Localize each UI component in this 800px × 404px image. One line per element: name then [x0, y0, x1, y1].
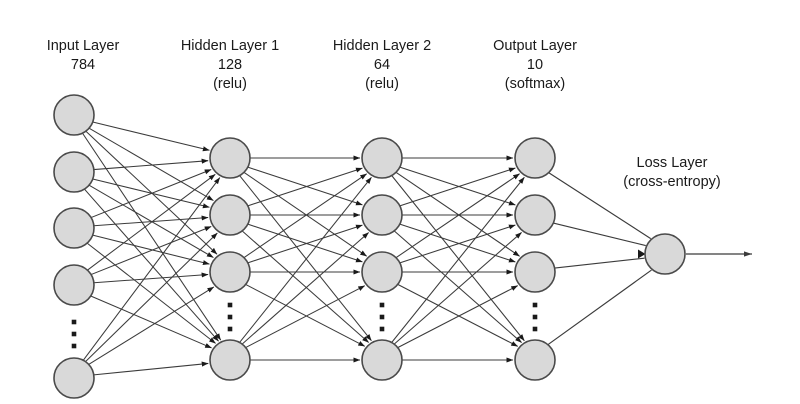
node-input-0: [53, 94, 95, 136]
edge-input-0-to-hidden1-2: [85, 130, 218, 255]
edge-hidden2-1-to-output-2: [399, 223, 516, 263]
edges-group: [82, 121, 752, 376]
ellipsis-dot-input-1: [71, 331, 77, 337]
edge-hidden2-3-to-output-1: [393, 232, 522, 345]
edge-hidden1-0-to-hidden2-1: [247, 166, 363, 206]
edge-hidden1-1-to-hidden2-2: [247, 223, 363, 263]
edge-hidden1-0-to-hidden2-3: [239, 175, 372, 342]
ellipsis-dot-output-1: [532, 314, 538, 320]
edge-output-0-to-loss-0: [548, 172, 652, 240]
edge-input-3-to-hidden1-3: [90, 295, 212, 349]
edge-output-2-to-loss-0: [554, 257, 645, 269]
edge-input-0-to-hidden1-0: [92, 121, 210, 152]
node-loss-0: [644, 233, 686, 275]
layer-label-input-line1: Input Layer: [47, 38, 120, 54]
ellipsis-dot-output-0: [532, 302, 538, 308]
edge-hidden2-3-to-output-2: [397, 285, 518, 349]
layer-label-hidden2-line2: 64: [374, 57, 390, 73]
edge-input-4-to-hidden1-2: [88, 286, 215, 365]
edge-hidden2-0-to-output-2: [395, 171, 520, 257]
node-output-0: [514, 137, 556, 179]
edge-hidden2-2-to-output-3: [397, 283, 518, 347]
layer-label-input-line2: 784: [71, 57, 95, 73]
edge-input-3-to-hidden1-0: [87, 173, 216, 271]
edge-hidden1-1-to-hidden2-3: [241, 230, 370, 343]
edge-hidden1-0-to-hidden2-2: [243, 171, 367, 257]
edge-input-4-to-hidden1-3: [93, 361, 209, 376]
edge-input-2-to-hidden1-0: [90, 168, 212, 219]
edge-output-3-to-loss-0: [547, 269, 652, 346]
edge-hidden1-2-to-hidden2-3: [245, 283, 366, 347]
edge-input-1-to-hidden1-0: [93, 158, 209, 171]
edge-input-2-to-hidden1-3: [86, 242, 216, 344]
edge-hidden2-0-to-output-1: [399, 166, 516, 206]
edge-input-1-to-hidden1-3: [84, 188, 219, 342]
ellipsis-dot-hidden1-2: [227, 326, 233, 332]
layer-label-output-line2: 10: [527, 57, 543, 73]
edge-hidden1-3-to-hidden2-2: [245, 285, 366, 349]
layer-label-output-line1: Output Layer: [493, 38, 577, 54]
edge-input-3-to-hidden1-2: [93, 272, 209, 284]
node-output-1: [514, 194, 556, 236]
layer-label-loss-line2: (cross-entropy): [623, 174, 721, 190]
edge-hidden2-2-to-output-0: [395, 173, 520, 259]
edge-input-0-to-hidden1-3: [82, 132, 222, 341]
node-input-3: [53, 264, 95, 306]
layer-label-output-line3: (softmax): [505, 76, 565, 92]
ellipsis-dot-hidden2-0: [379, 302, 385, 308]
node-output-2: [514, 251, 556, 293]
layer-label-hidden1-line3: (relu): [213, 76, 247, 92]
edge-input-4-to-hidden1-1: [85, 232, 218, 363]
node-hidden1-2: [209, 251, 251, 293]
edge-hidden1-3-to-hidden2-1: [241, 232, 370, 345]
ellipsis-dot-hidden2-2: [379, 326, 385, 332]
node-input-4: [53, 357, 95, 399]
edge-hidden1-3-to-hidden2-0: [239, 176, 372, 343]
layer-label-hidden1-line1: Hidden Layer 1: [181, 38, 279, 54]
edge-input-4-to-hidden1-0: [82, 177, 221, 361]
layer-label-hidden1-line2: 128: [218, 57, 242, 73]
loss-input-arrowhead: [638, 249, 646, 259]
labels-group: Input Layer 784 Hidden Layer 1 128 (relu) Hid…: [47, 38, 721, 190]
nodes-group: [53, 94, 686, 399]
edge-output-1-to-loss-0: [553, 222, 646, 247]
edge-hidden1-2-to-hidden2-0: [243, 173, 367, 259]
edge-hidden2-1-to-output-3: [393, 230, 522, 343]
layer-label-hidden2-line3: (relu): [365, 76, 399, 92]
edge-hidden2-2-to-output-1: [399, 224, 516, 264]
node-hidden1-1: [209, 194, 251, 236]
layer-label-loss-line1: Loss Layer: [637, 155, 708, 171]
edge-input-2-to-hidden1-2: [92, 234, 210, 265]
layer-label-hidden2-line1: Hidden Layer 2: [333, 38, 431, 54]
node-output-3: [514, 339, 556, 381]
ellipsis-dot-hidden2-1: [379, 314, 385, 320]
node-hidden2-1: [361, 194, 403, 236]
edge-hidden1-2-to-hidden2-1: [247, 224, 363, 264]
edge-hidden1-1-to-hidden2-0: [247, 167, 363, 207]
edge-hidden2-1-to-output-0: [399, 167, 516, 207]
node-input-1: [53, 151, 95, 193]
ellipsis-dot-hidden1-0: [227, 302, 233, 308]
node-input-2: [53, 207, 95, 249]
ellipsis-dot-input-2: [71, 343, 77, 349]
ellipsis-dot-input-0: [71, 319, 77, 325]
node-hidden2-2: [361, 251, 403, 293]
node-hidden2-0: [361, 137, 403, 179]
node-hidden1-0: [209, 137, 251, 179]
node-hidden1-3: [209, 339, 251, 381]
ellipsis-dot-hidden1-1: [227, 314, 233, 320]
edge-hidden2-3-to-output-0: [391, 176, 525, 343]
edge-hidden2-0-to-output-3: [391, 175, 525, 342]
node-hidden2-3: [361, 339, 403, 381]
edge-input-3-to-hidden1-1: [90, 225, 212, 276]
edge-input-0-to-hidden1-1: [88, 127, 214, 201]
ellipsis-dot-output-2: [532, 326, 538, 332]
